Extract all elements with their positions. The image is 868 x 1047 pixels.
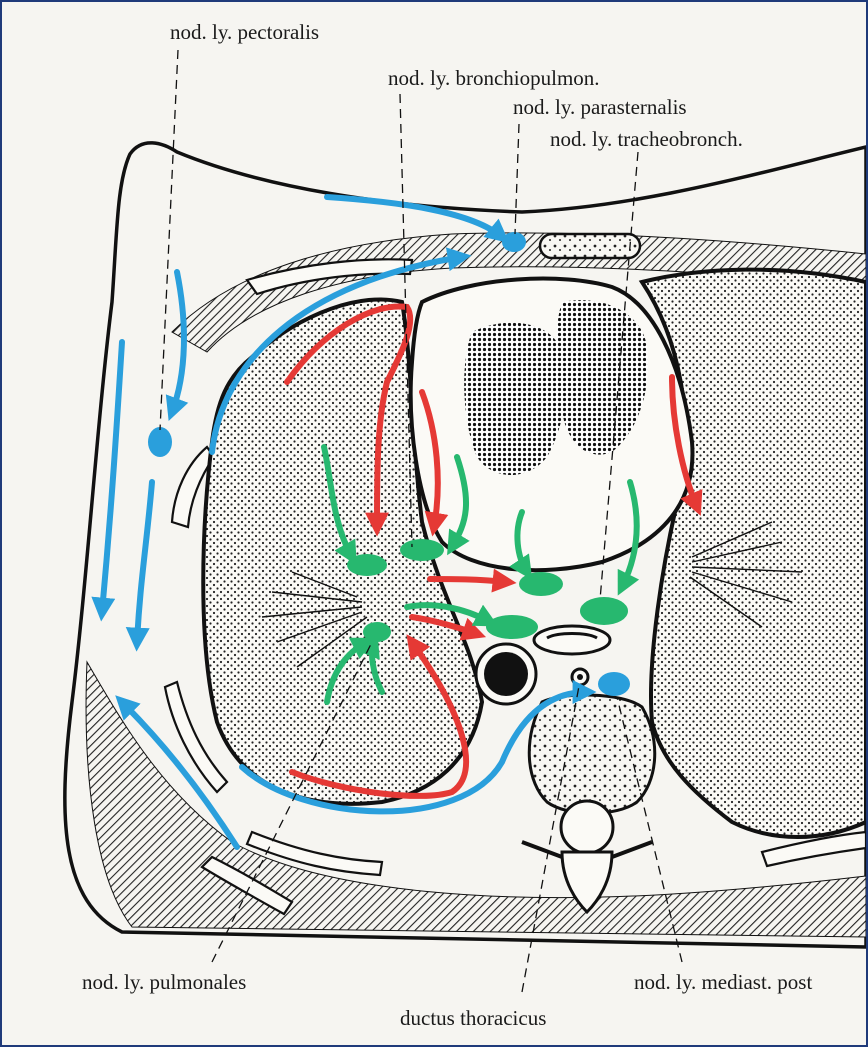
tracheobronchial-node-lower: [486, 615, 538, 639]
label-nod-ly-bronchiopulmon: nod. ly. bronchiopulmon.: [388, 68, 600, 89]
posterior-mediastinal-node: [598, 672, 630, 696]
bronchopulmonary-node-left: [347, 554, 387, 576]
parasternal-node: [502, 232, 526, 252]
label-nod-ly-tracheobronch: nod. ly. tracheobronch.: [550, 129, 743, 150]
tracheobronchial-node-right: [580, 597, 628, 625]
thoracic-duct: [572, 669, 588, 685]
tracheobronchial-node-center: [519, 572, 563, 596]
label-nod-ly-parasternalis: nod. ly. parasternalis: [513, 97, 687, 118]
heart: [411, 279, 693, 571]
aorta: [476, 644, 536, 704]
sternum: [540, 234, 640, 258]
pulmonary-node: [363, 622, 391, 642]
lung-right: [642, 270, 866, 837]
label-nod-ly-mediast-post: nod. ly. mediast. post: [634, 972, 812, 993]
esophagus: [534, 626, 610, 654]
label-nod-ly-pulmonales: nod. ly. pulmonales: [82, 972, 246, 993]
label-nod-ly-pectoralis: nod. ly. pectoralis: [170, 22, 319, 43]
pectoral-node: [148, 427, 172, 457]
bronchopulmonary-node-mid: [400, 539, 444, 561]
label-ductus-thoracicus: ductus thoracicus: [400, 1008, 546, 1029]
